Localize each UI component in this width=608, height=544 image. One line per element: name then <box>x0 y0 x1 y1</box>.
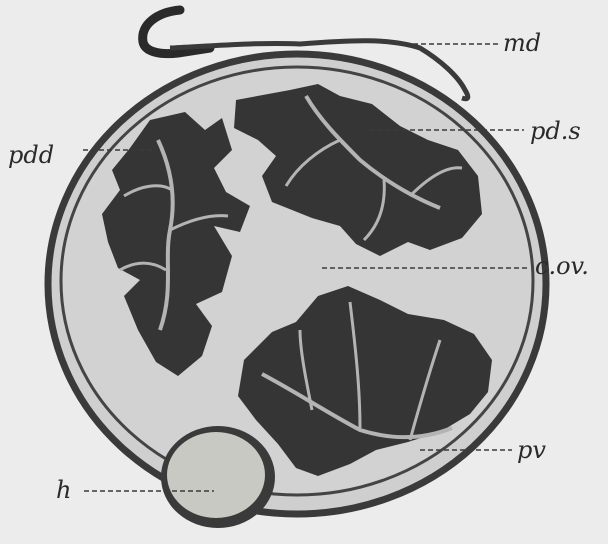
label-md: md <box>503 31 541 55</box>
label-c-ov: c.ov. <box>535 254 589 278</box>
label-pv: pv <box>517 438 546 462</box>
heart <box>161 426 275 528</box>
label-pdd: pdd <box>8 143 54 167</box>
label-pd-s: pd.s <box>530 119 581 143</box>
label-h: h <box>56 478 71 502</box>
